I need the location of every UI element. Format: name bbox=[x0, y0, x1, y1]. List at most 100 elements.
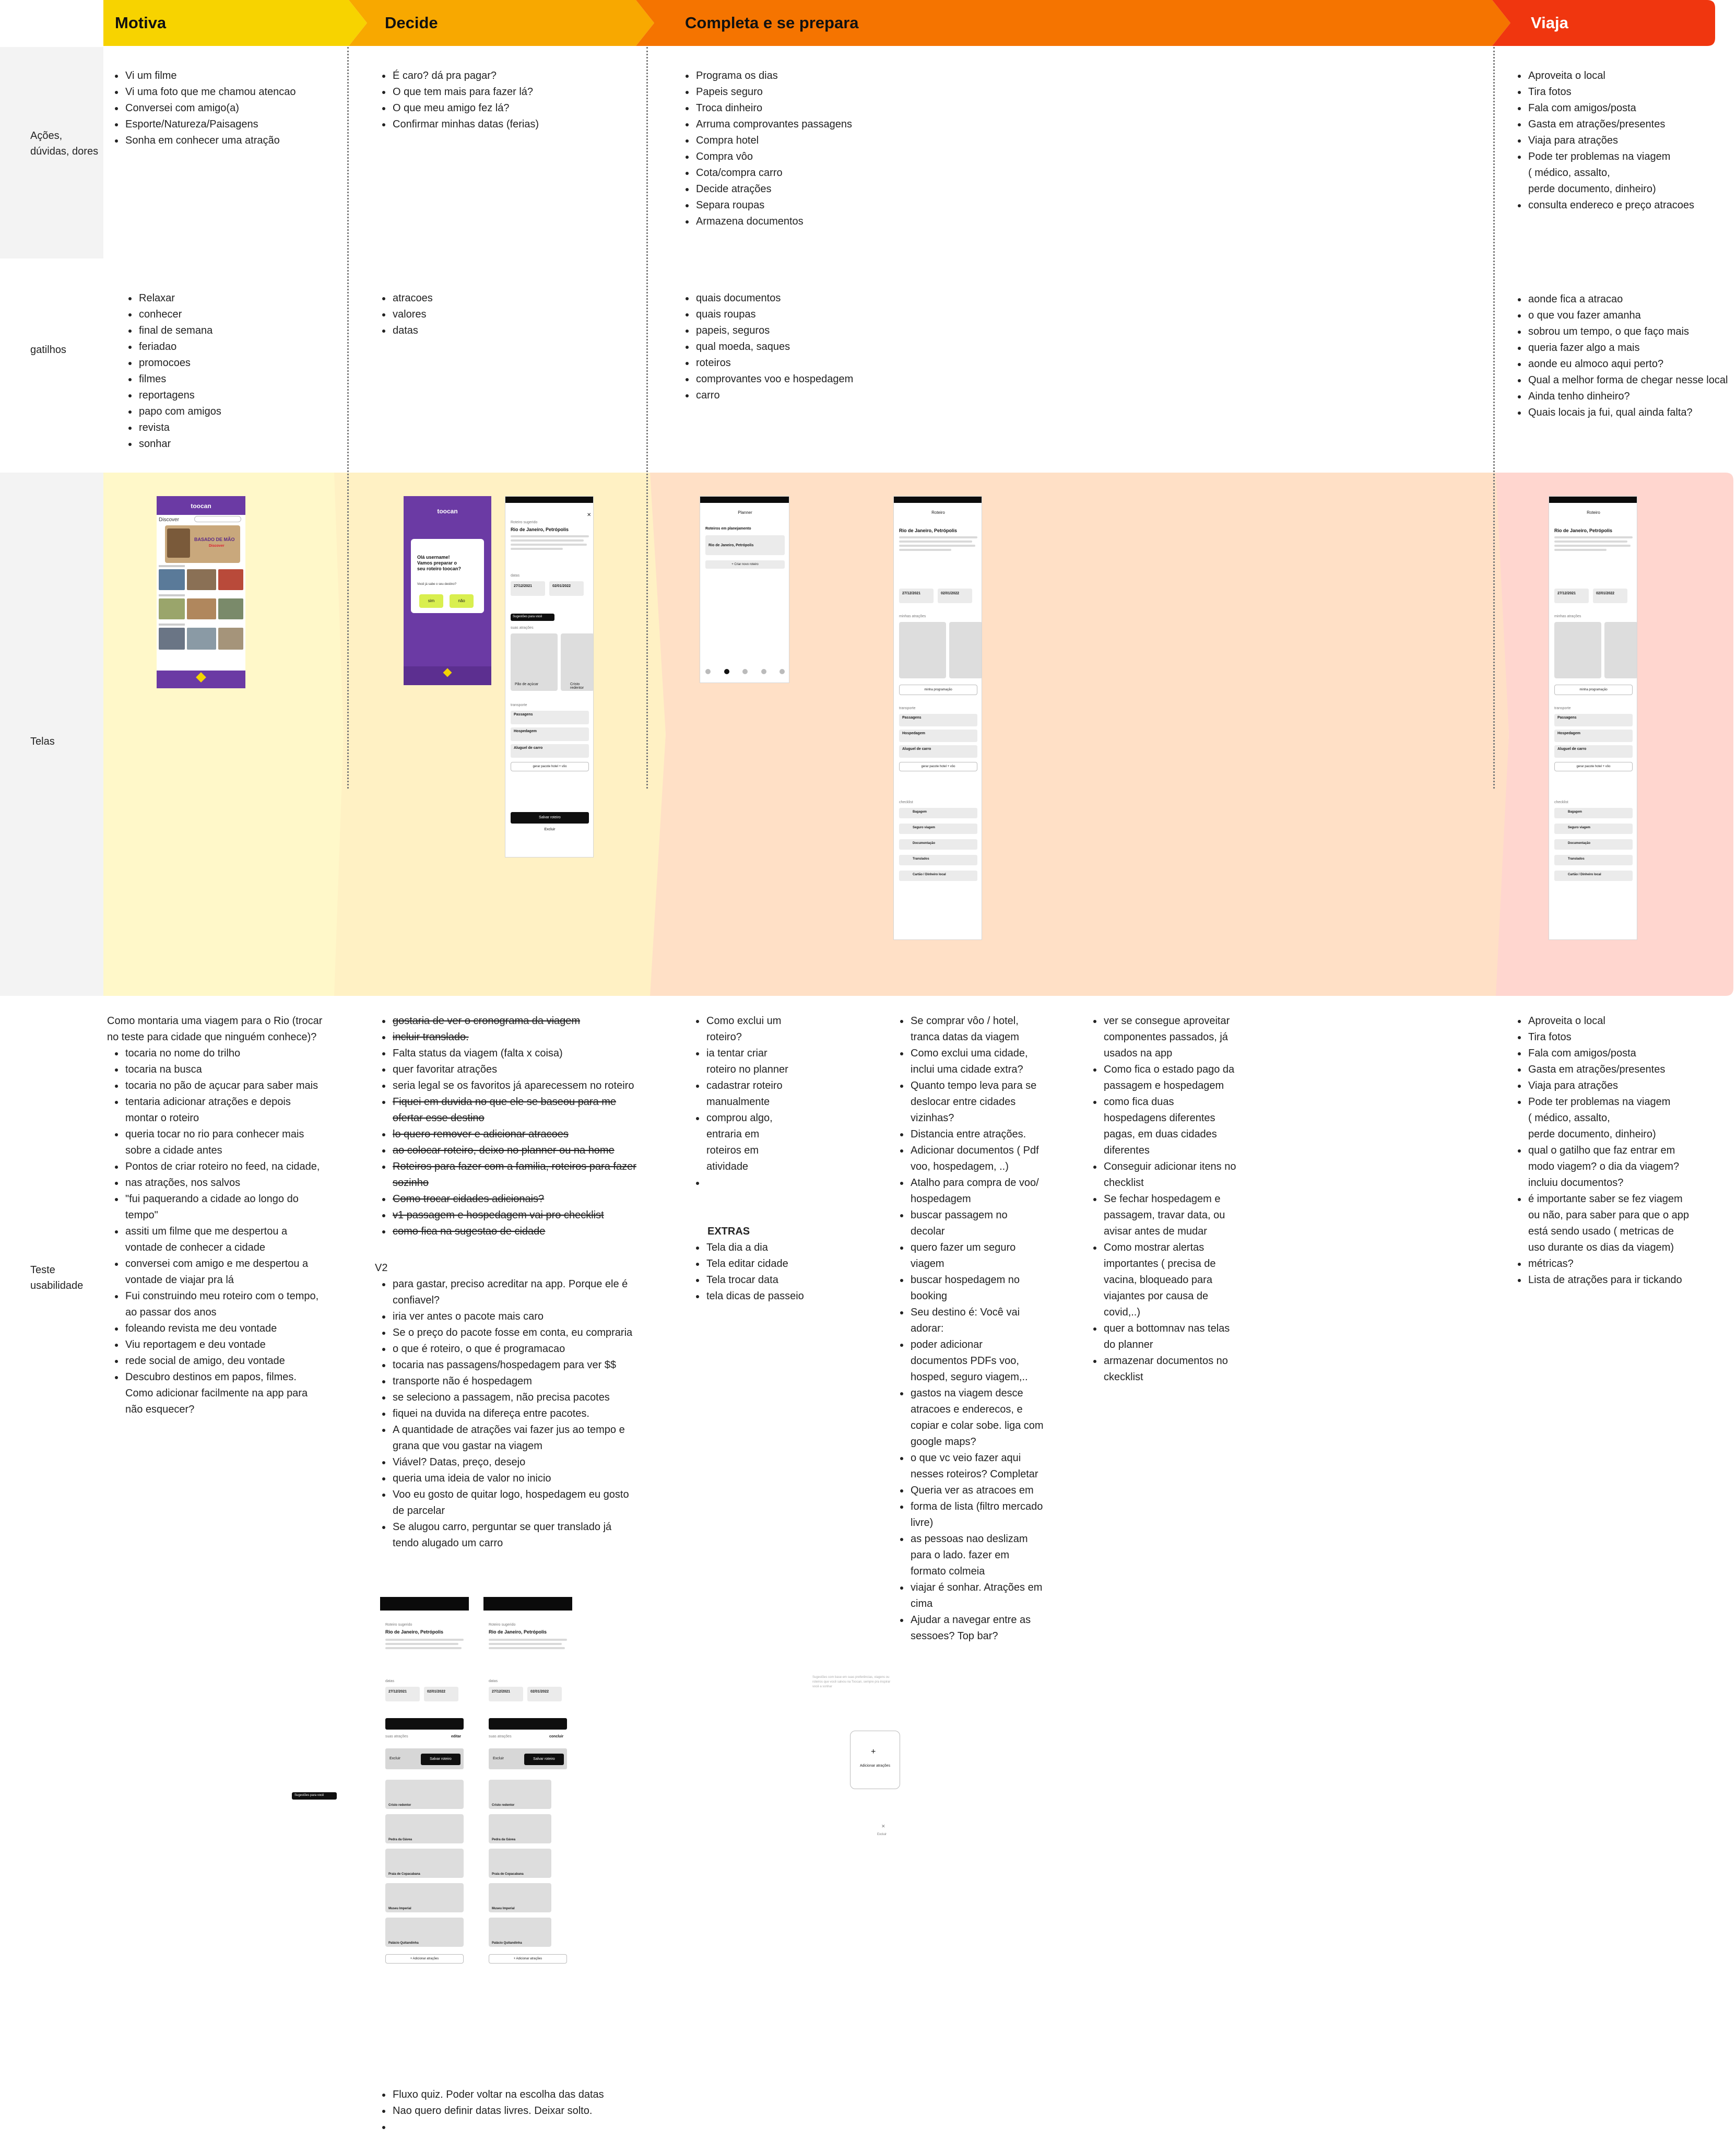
list-item: Fiquei em duvida no que ele se baseou pa… bbox=[379, 1094, 645, 1110]
screen-discover[interactable]: toocan Discover BASADO DE MÃO Discover bbox=[157, 496, 245, 688]
attraction-card[interactable] bbox=[949, 622, 982, 678]
place-thumb[interactable] bbox=[218, 569, 243, 590]
list-item: Descubro destinos em papos, filmes. bbox=[112, 1369, 341, 1385]
list-item: cadastrar roteiro bbox=[693, 1078, 808, 1094]
list-item: tocaria na busca bbox=[112, 1062, 341, 1078]
list-item: carro bbox=[682, 387, 943, 404]
no-button[interactable]: não bbox=[450, 594, 474, 608]
place-thumb[interactable] bbox=[218, 598, 243, 619]
yes-button[interactable]: sim bbox=[419, 594, 443, 608]
close-icon[interactable]: ✕ bbox=[587, 512, 592, 518]
list-item: viajantes por causa de bbox=[1104, 1290, 1209, 1302]
list-item: feriadao bbox=[125, 339, 334, 355]
date-end-field[interactable] bbox=[549, 581, 584, 596]
list-item: ao passar dos anos bbox=[125, 1307, 217, 1318]
list-item: ckecklist bbox=[1104, 1371, 1143, 1383]
create-roteiro-button[interactable]: + Criar novo roteiro bbox=[705, 560, 785, 569]
attraction-card[interactable] bbox=[899, 622, 946, 678]
search-input[interactable] bbox=[194, 516, 241, 522]
row-label-bg-acoes bbox=[0, 47, 103, 258]
list-item: Esporte/Natureza/Paisagens bbox=[112, 116, 341, 133]
stage-arrow-viaja bbox=[1492, 0, 1715, 46]
list-item: Compra hotel bbox=[682, 133, 943, 149]
list-item: decolar bbox=[911, 1226, 945, 1237]
list-item: Compra vôo bbox=[682, 149, 943, 165]
list-item: ofertar esse destino bbox=[393, 1112, 485, 1124]
stage-arrow-motiva bbox=[103, 0, 367, 46]
list-item: seria legal se os favoritos já aparecess… bbox=[379, 1078, 645, 1094]
list-item: tela dicas de passeio bbox=[693, 1288, 829, 1304]
place-thumb[interactable] bbox=[159, 628, 185, 650]
list-item: componentes passados, já bbox=[1104, 1031, 1228, 1043]
list-item: de parcelar bbox=[393, 1505, 445, 1517]
add-attractions-card[interactable] bbox=[850, 1731, 900, 1789]
list-item: Confirmar minhas datas (ferias) bbox=[379, 116, 630, 133]
passagens-item[interactable] bbox=[511, 711, 589, 724]
place-thumb[interactable] bbox=[159, 598, 185, 619]
list-item: Pontos de criar roteiro no feed, na cida… bbox=[112, 1159, 341, 1175]
place-thumb[interactable] bbox=[159, 569, 185, 590]
list-item: Falta status da viagem (falta x coisa) bbox=[379, 1045, 645, 1062]
screen-roteiro-completa[interactable]: Roteiro Rio de Janeiro, Petrópolis 27/12… bbox=[893, 496, 982, 940]
programacao-button[interactable]: minha programação bbox=[899, 685, 977, 695]
bottom-nav[interactable] bbox=[705, 669, 785, 674]
list-item: atracoes e enderecos, e bbox=[911, 1404, 1023, 1415]
list-item: Ajudar a navegar entre as bbox=[897, 1612, 1069, 1628]
list-item: o que vou fazer amanha bbox=[1515, 308, 1734, 324]
date-start-field[interactable] bbox=[511, 581, 545, 596]
list-item: assiti um filme que me despertou a bbox=[112, 1224, 341, 1240]
separator-decide bbox=[347, 47, 349, 789]
row-label-telas: Telas bbox=[30, 736, 55, 747]
list-item: Tira fotos bbox=[1515, 1029, 1734, 1045]
aluguel-item[interactable] bbox=[511, 744, 589, 758]
attraction-card[interactable] bbox=[1554, 622, 1601, 678]
list-item: roteiro? bbox=[706, 1031, 742, 1043]
screen-roteiro-sugerido[interactable]: ✕ Roteiro sugerido Rio de Janeiro, Petró… bbox=[505, 496, 594, 857]
list-item: Voo eu gosto de quitar logo, hospedagem … bbox=[379, 1487, 645, 1503]
list-item: O que meu amigo fez lá? bbox=[379, 100, 630, 116]
place-thumb[interactable] bbox=[218, 628, 243, 650]
list-item: ao colocar roteiro, deixo no planner ou … bbox=[379, 1143, 645, 1159]
list-item: Papeis seguro bbox=[682, 84, 943, 100]
list-item: Se fechar hospedagem e bbox=[1090, 1191, 1262, 1207]
list-item: Pode ter problemas na viagem bbox=[1515, 1094, 1734, 1110]
attraction-card[interactable] bbox=[511, 633, 558, 691]
edit-link[interactable]: editar bbox=[451, 1735, 462, 1738]
hospedagem-item[interactable] bbox=[511, 727, 589, 741]
pacote-button[interactable]: gerar pacote hotel + vôo bbox=[511, 762, 589, 771]
delete-button[interactable]: Excluir bbox=[544, 828, 556, 831]
roteiro-card[interactable] bbox=[705, 535, 785, 555]
screen-edit-roteiro-a[interactable]: Roteiro sugerido Rio de Janeiro, Petrópo… bbox=[380, 1597, 469, 1983]
close-icon[interactable]: ✕ bbox=[881, 1824, 885, 1829]
list-item: O que tem mais para fazer lá? bbox=[379, 84, 630, 100]
save-button[interactable]: Salvar roteiro bbox=[511, 812, 589, 824]
attraction-card[interactable] bbox=[561, 633, 593, 691]
attraction-card[interactable] bbox=[1604, 622, 1637, 678]
place-thumb[interactable] bbox=[187, 569, 216, 590]
place-thumb[interactable] bbox=[187, 628, 216, 650]
list-item: covid,..) bbox=[1104, 1307, 1141, 1318]
stage-arrow-bar bbox=[103, 0, 1715, 46]
screen-roteiro-viaja[interactable]: Roteiro Rio de Janeiro, Petrópolis 27/12… bbox=[1549, 496, 1637, 940]
tip-tooltip bbox=[292, 1792, 337, 1800]
list-item: aonde eu almoco aqui perto? bbox=[1515, 356, 1734, 372]
list-item: Atalho para compra de voo/ bbox=[897, 1175, 1069, 1191]
screen-edit-roteiro-b[interactable]: Roteiro sugerido Rio de Janeiro, Petrópo… bbox=[483, 1597, 572, 1983]
list-item: A quantidade de atrações vai fazer jus a… bbox=[379, 1422, 645, 1438]
list-item: fiquei na duvida na difereça entre pacot… bbox=[379, 1406, 645, 1422]
list-item: incluiu documentos? bbox=[1528, 1177, 1624, 1189]
list-item: livre) bbox=[911, 1517, 934, 1529]
concluir-link[interactable]: concluir bbox=[549, 1735, 564, 1738]
list-item: perde documento, dinheiro) bbox=[1528, 1129, 1656, 1140]
list-item: quero fazer um seguro bbox=[897, 1240, 1069, 1256]
list-item: aonde fica a atracao bbox=[1515, 291, 1734, 308]
place-thumb[interactable] bbox=[187, 598, 216, 619]
screen-planner[interactable]: Planner Roteiros em planejamento Rio de … bbox=[700, 496, 789, 683]
list-item: valores bbox=[379, 307, 588, 323]
